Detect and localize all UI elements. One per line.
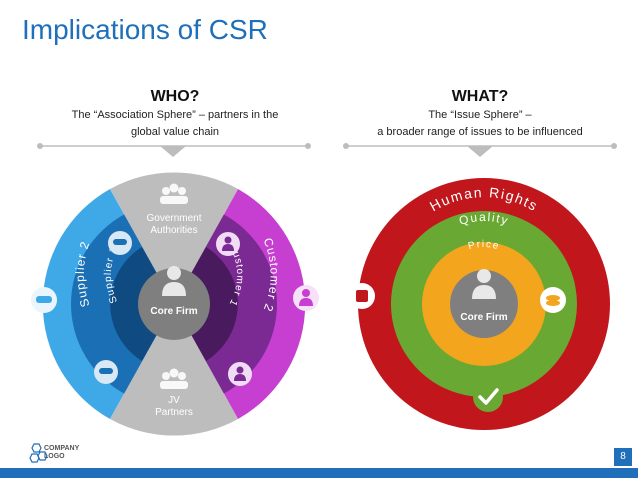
checkmark-icon	[473, 382, 503, 412]
who-heading: WHO?	[150, 88, 200, 105]
hand-stop-icon	[349, 283, 375, 309]
quality-label: Quality	[457, 210, 510, 228]
what-subtitle-line1: The “Issue Sphere” –	[428, 109, 532, 121]
who-subtitle-line1: The “Association Sphere” – partners in t…	[71, 109, 279, 121]
hexagon-logo-icon	[29, 443, 48, 463]
what-core-circle	[450, 270, 518, 338]
logo-line1: COMPANY	[44, 445, 80, 452]
what-separator	[343, 143, 617, 157]
who-separator	[37, 143, 311, 157]
customer2-label: Customer 2	[261, 236, 282, 314]
what-diagram: Core Firm Human Rights Quality Price	[349, 178, 610, 430]
price-label: Price	[467, 239, 501, 252]
what-core-label: Core Firm	[460, 312, 507, 323]
group-icon	[160, 183, 188, 204]
who-core-circle	[138, 268, 210, 340]
page-title: Implications of CSR	[22, 14, 268, 45]
what-header: WHAT? The “Issue Sphere” – a broader ran…	[345, 88, 615, 140]
jv-label-line2: Partners	[155, 407, 193, 418]
what-subtitle-line2: a broader range of issues to be influenc…	[377, 126, 583, 138]
handshake-icon	[31, 287, 57, 313]
government-label-line2: Authorities	[150, 225, 197, 236]
who-core-label: Core Firm	[150, 306, 197, 317]
what-heading: WHAT?	[451, 88, 509, 105]
coins-icon	[540, 287, 566, 313]
person-icon	[228, 362, 252, 386]
handshake-icon	[94, 360, 118, 384]
who-diagram: Core Firm Government Authorities JV Part…	[28, 172, 319, 436]
page-number: 8	[614, 448, 632, 466]
who-header: WHO? The “Association Sphere” – partners…	[40, 88, 310, 140]
government-wedge	[110, 172, 238, 304]
company-logo: COMPANY LOGO	[28, 442, 108, 466]
person-icon	[216, 232, 240, 256]
footer-bar	[0, 468, 638, 478]
handshake-icon	[108, 231, 132, 255]
person-icon	[472, 269, 496, 299]
logo-line2: LOGO	[44, 453, 65, 460]
jv-label-line1: JV	[168, 395, 180, 406]
who-subtitle-line2: global value chain	[130, 126, 220, 138]
person-icon	[293, 285, 319, 311]
person-icon	[162, 266, 186, 296]
group-icon	[160, 368, 188, 389]
government-label-line1: Government	[146, 213, 201, 224]
